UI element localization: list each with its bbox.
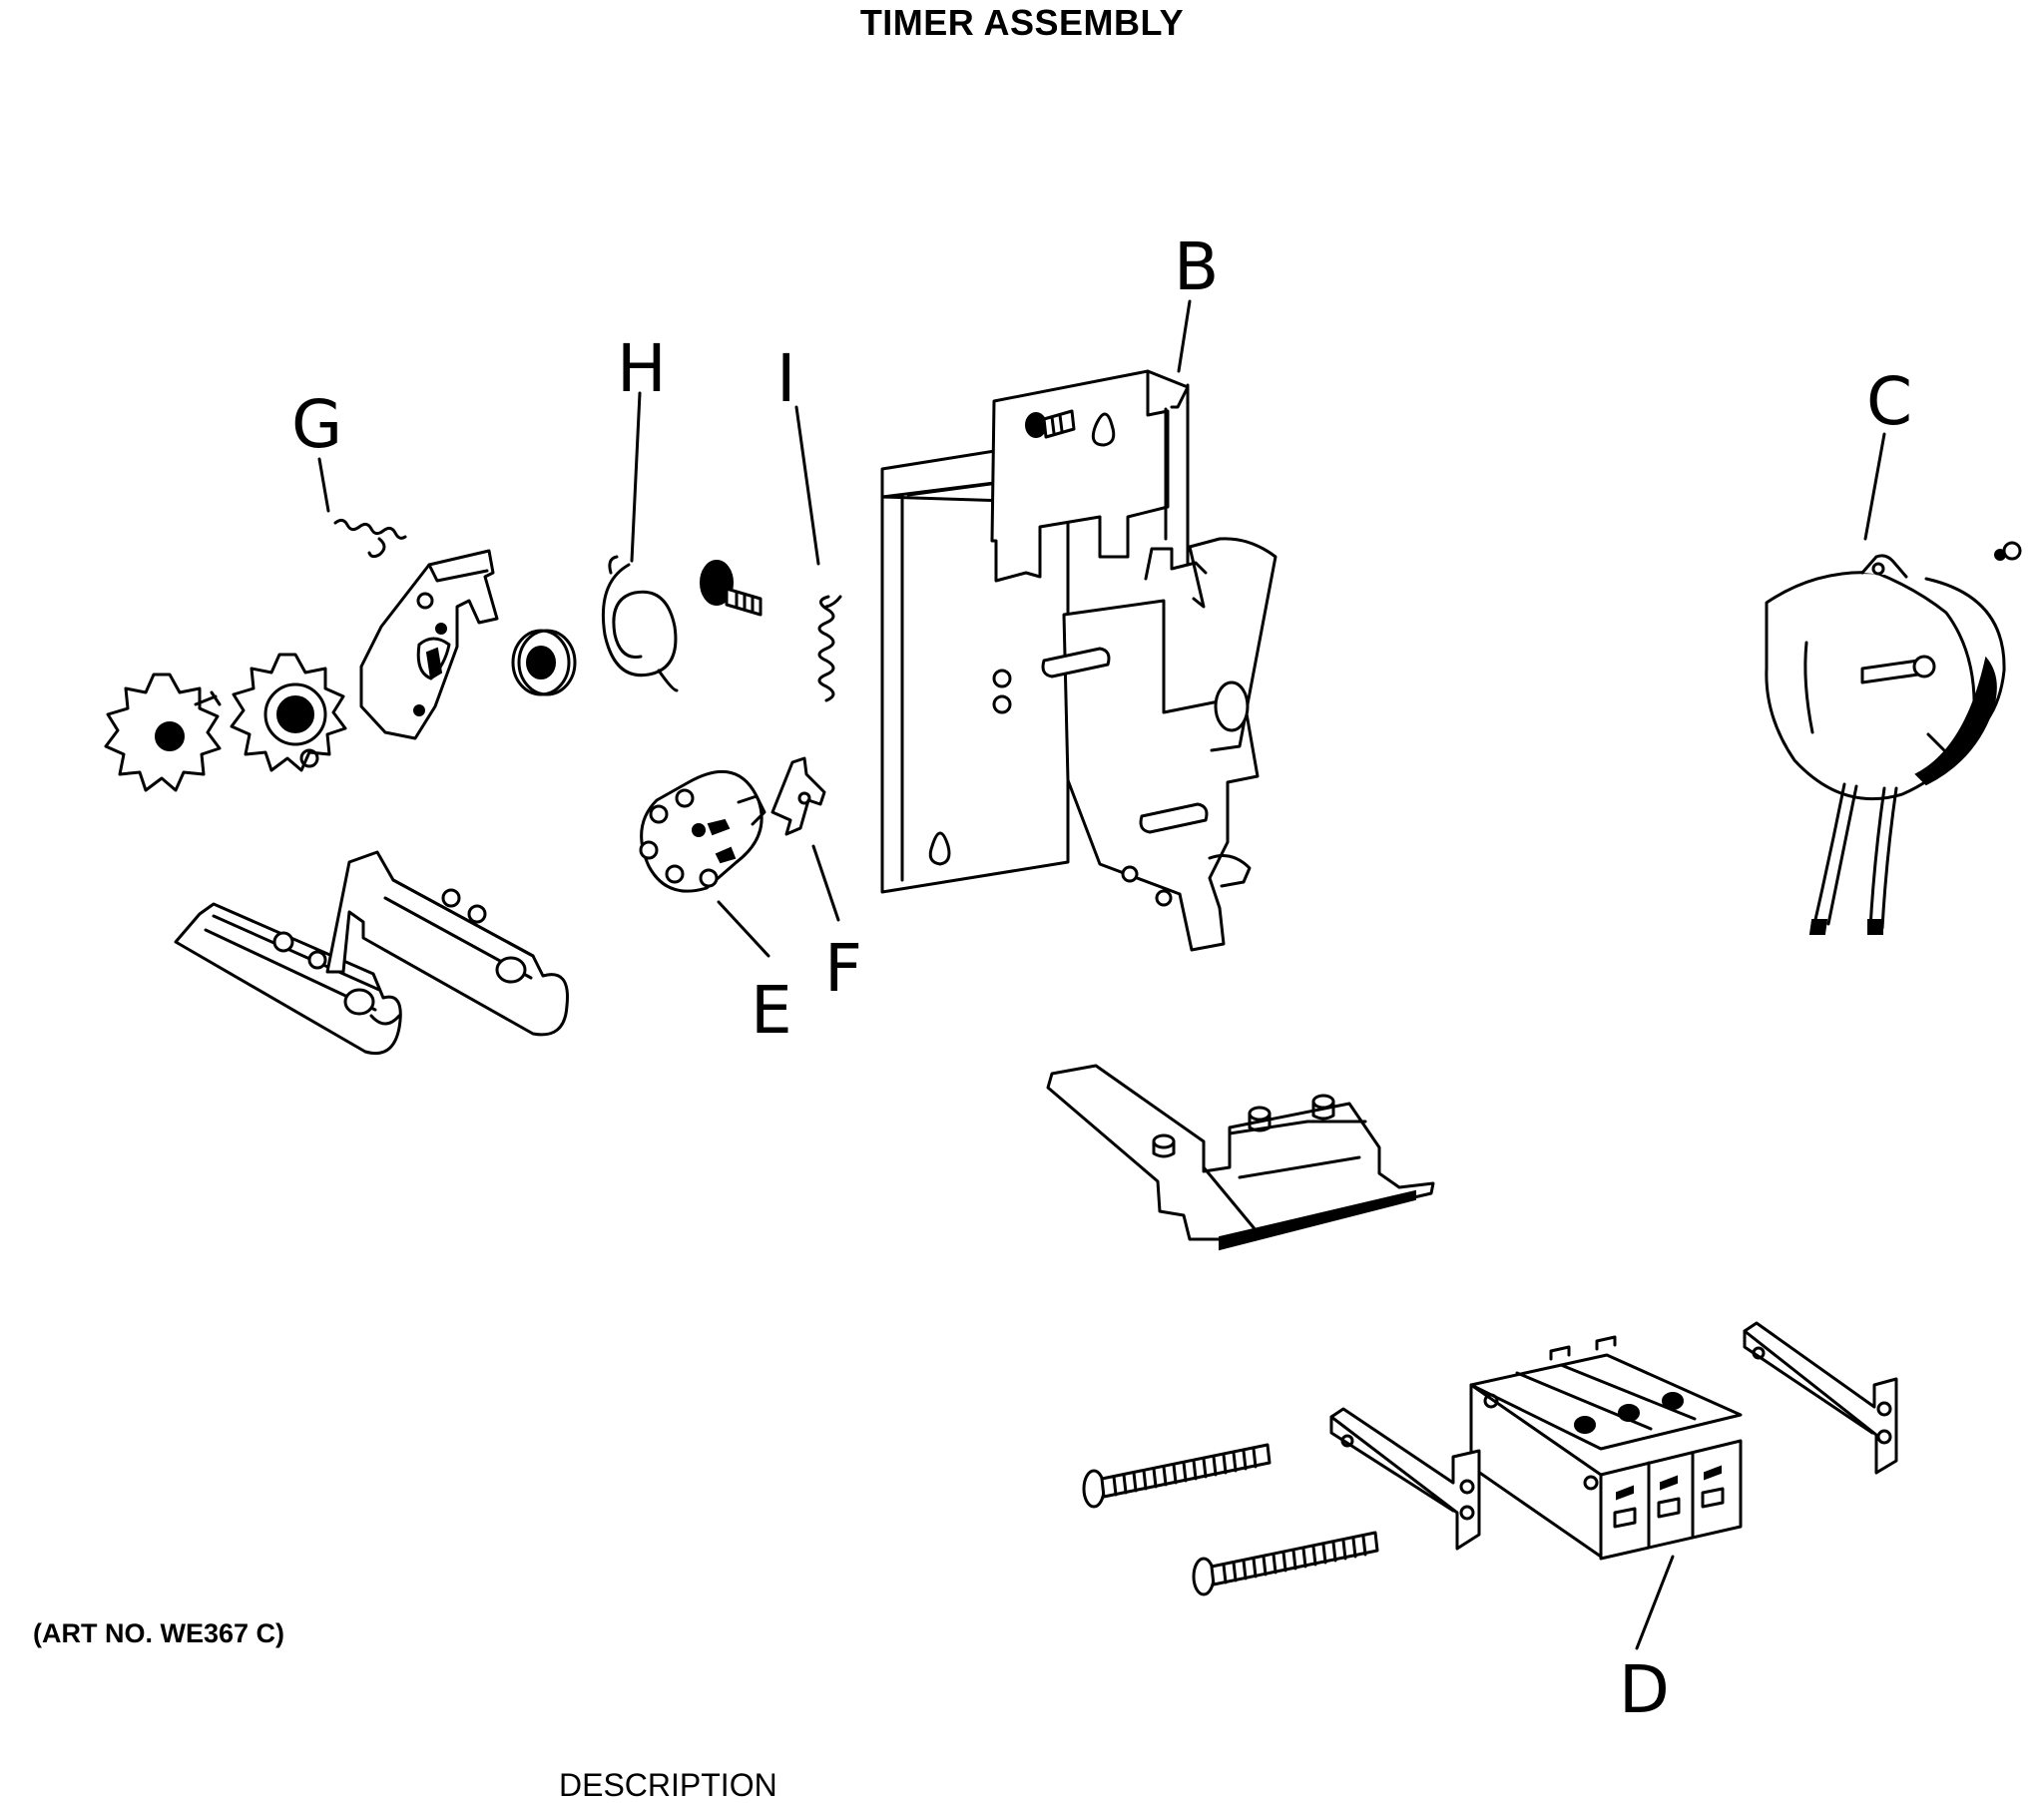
switch-carrier-plate <box>1046 1064 1435 1251</box>
switch-bracket-right <box>1743 1321 1898 1475</box>
cam-wheel-e <box>639 769 766 893</box>
leader-g <box>317 457 330 513</box>
callout-b: B <box>1174 228 1219 305</box>
switch-bracket-left <box>1329 1407 1481 1551</box>
leader-e <box>717 900 770 958</box>
leader-c <box>1863 432 1886 541</box>
callout-d: D <box>1619 1651 1670 1728</box>
leader-f <box>811 844 840 922</box>
callout-c: C <box>1866 363 1912 440</box>
clip-f <box>770 756 826 836</box>
timer-motor-c <box>1765 541 2022 935</box>
switch-block-d <box>1469 1335 1743 1561</box>
extension-spring-g <box>333 518 407 559</box>
sprocket-gear-small <box>104 673 222 792</box>
description-heading: DESCRIPTION <box>559 1767 777 1803</box>
leader-lines <box>317 299 1886 1650</box>
compression-spring-i <box>817 595 842 702</box>
callout-g: G <box>291 386 342 463</box>
leader-i <box>794 405 820 566</box>
diagram-title: TIMER ASSEMBLY <box>859 2 1185 43</box>
spacer-washer <box>511 629 577 696</box>
callout-h: H <box>617 330 667 407</box>
torsion-spring-h <box>601 555 679 692</box>
callout-i: I <box>776 340 795 417</box>
actuator-lever-left <box>174 902 402 1055</box>
actuator-lever-right <box>325 850 569 1037</box>
sprocket-gear-hub <box>230 653 347 772</box>
mounting-screw-upper <box>1082 1443 1272 1509</box>
leader-h <box>630 391 642 563</box>
mounting-bracket-b <box>880 369 1278 952</box>
cam-lever <box>359 549 499 740</box>
mounting-screw-lower <box>1192 1531 1379 1596</box>
shoulder-screw <box>700 560 763 617</box>
art-number: (ART NO. WE367 C) <box>33 1618 285 1648</box>
callout-e: E <box>751 972 792 1049</box>
leader-b <box>1177 299 1192 373</box>
callout-f: F <box>824 930 862 1007</box>
leader-d <box>1635 1555 1675 1650</box>
